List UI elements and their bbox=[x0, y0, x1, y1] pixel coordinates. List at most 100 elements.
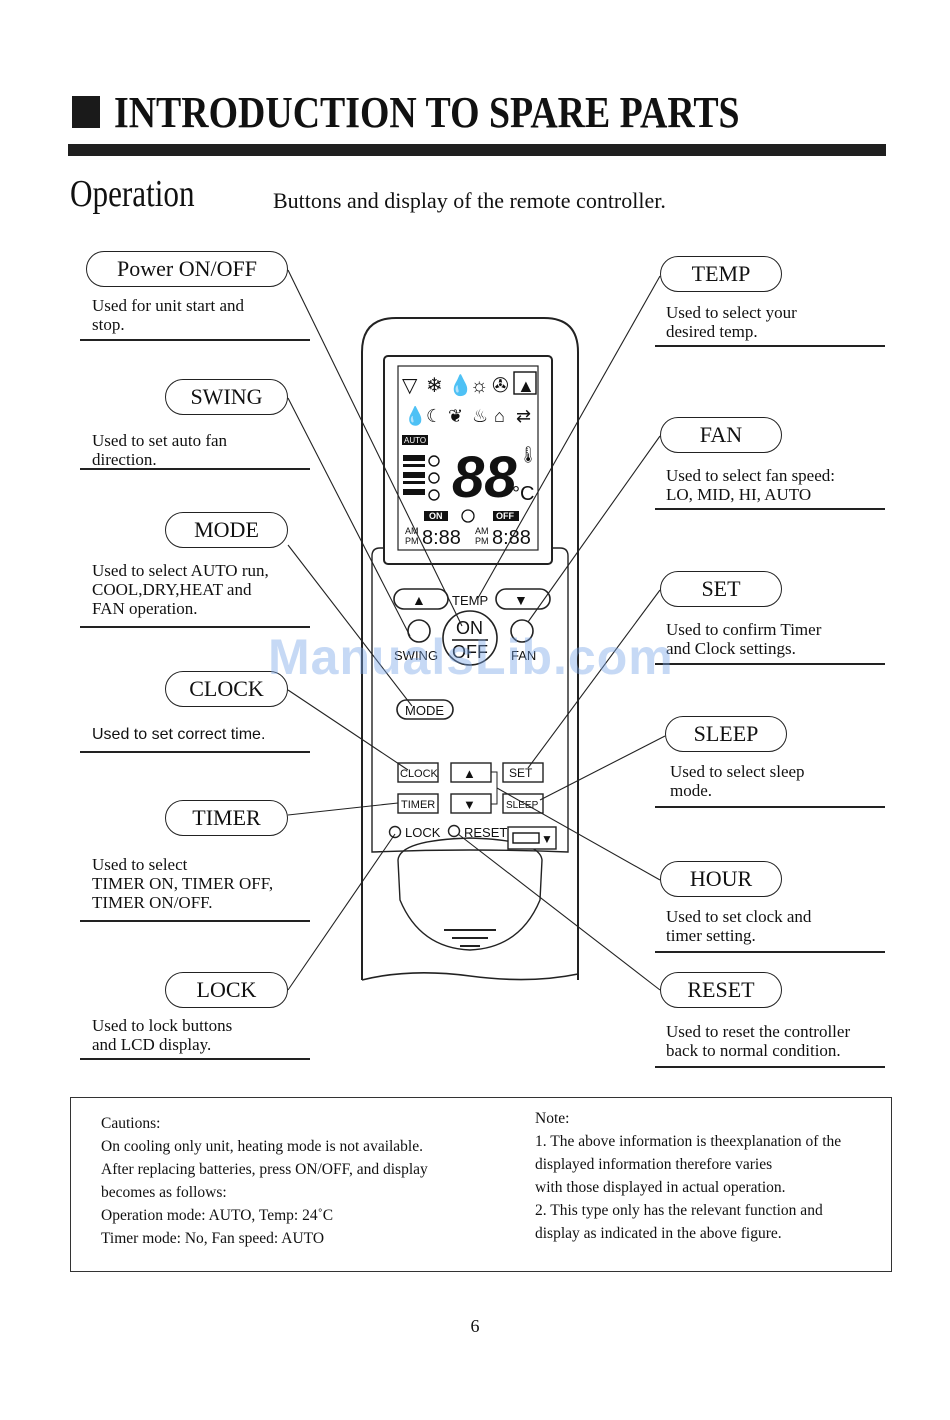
callout-set-label: SET bbox=[660, 571, 782, 607]
callout-timer-desc: Used to select TIMER ON, TIMER OFF, TIME… bbox=[92, 855, 274, 912]
callout-reset-label: RESET bbox=[660, 972, 782, 1008]
callout-lock-label: LOCK bbox=[165, 972, 288, 1008]
callout-swing-label: SWING bbox=[165, 379, 288, 415]
callout-reset-desc: Used to reset the controller back to nor… bbox=[666, 1022, 851, 1060]
thermometer-icon: 🌡 bbox=[518, 446, 538, 464]
lcd-mode-icons: ▽ ❄ 💧 ☼ ✇ ▲ bbox=[402, 371, 537, 397]
lcd-pm-left: PM bbox=[405, 536, 419, 546]
ground-symbol-icon bbox=[444, 929, 496, 947]
callout-temp-desc: Used to select your desired temp. bbox=[666, 303, 797, 341]
note-text: Note: 1. The above information is theexp… bbox=[535, 1110, 842, 1242]
notes-box: Cautions: On cooling only unit, heating … bbox=[70, 1097, 892, 1272]
lcd-on-label: ON bbox=[429, 511, 443, 521]
divider bbox=[655, 508, 885, 510]
battery-icon bbox=[512, 832, 540, 844]
on-badge-bg bbox=[424, 511, 448, 521]
down-arrow-icon: ▼ bbox=[541, 832, 553, 846]
set-button-label: SET bbox=[509, 766, 533, 780]
reset-button bbox=[447, 824, 461, 838]
temp-up-button bbox=[393, 588, 449, 610]
auto-badge-bg bbox=[402, 435, 428, 445]
divider bbox=[655, 345, 885, 347]
fan-speed-bars-icon bbox=[403, 455, 425, 495]
svg-text:♨: ♨ bbox=[472, 406, 488, 426]
up-arrow-icon: ▲ bbox=[412, 592, 426, 608]
callout-fan-desc: Used to select fan speed: LO, MID, HI, A… bbox=[666, 466, 835, 504]
power-button bbox=[442, 610, 498, 666]
lcd-off-label: OFF bbox=[496, 511, 514, 521]
clock-icon bbox=[461, 509, 475, 523]
lower-oval bbox=[397, 837, 543, 951]
callout-lock-desc: Used to lock buttons and LCD display. bbox=[92, 1016, 233, 1054]
clock-button-label: CLOCK bbox=[400, 768, 439, 780]
clock-button bbox=[397, 762, 439, 783]
divider bbox=[655, 806, 885, 808]
up-arrow-icon: ▲ bbox=[463, 766, 476, 781]
svg-text:❄: ❄ bbox=[426, 375, 443, 397]
lcd-pm-right: PM bbox=[475, 536, 489, 546]
section-heading: Operation bbox=[70, 173, 195, 215]
cautions-text: Cautions: On cooling only unit, heating … bbox=[101, 1115, 428, 1247]
callout-hour-label: HOUR bbox=[660, 861, 782, 897]
reset-button-label: RESET bbox=[464, 825, 507, 840]
svg-text:💧: 💧 bbox=[448, 373, 473, 397]
callout-power-label: Power ON/OFF bbox=[86, 251, 288, 287]
divider bbox=[80, 751, 310, 753]
lcd-am-right: AM bbox=[475, 526, 489, 536]
callout-power-desc: Used for unit start and stop. bbox=[92, 296, 245, 334]
temp-button-label: TEMP bbox=[452, 593, 488, 608]
callout-sleep-desc: Used to select sleep mode. bbox=[670, 762, 805, 800]
svg-text:⇄: ⇄ bbox=[516, 406, 531, 426]
lcd-time-left: 8:88 bbox=[422, 527, 461, 549]
callout-hour-desc: Used to set clock and timer setting. bbox=[666, 907, 812, 945]
svg-text:☾: ☾ bbox=[426, 406, 442, 426]
mode-button-label: MODE bbox=[405, 703, 444, 718]
callout-mode-desc: Used to select AUTO run, COOL,DRY,HEAT a… bbox=[92, 561, 269, 618]
down-arrow-icon: ▼ bbox=[514, 592, 528, 608]
lcd-unit: °C bbox=[512, 483, 534, 505]
fan-button bbox=[510, 619, 534, 643]
callout-clock-desc: Used to set correct time. bbox=[92, 726, 266, 743]
page-header: INTRODUCTION TO SPARE PARTS bbox=[72, 84, 841, 140]
lock-button bbox=[388, 825, 402, 839]
svg-text:▽: ▽ bbox=[402, 375, 418, 397]
title-square-icon bbox=[72, 96, 100, 128]
temp-down-button bbox=[495, 588, 551, 610]
divider bbox=[655, 951, 885, 953]
callout-set-desc: Used to confirm Timer and Clock settings… bbox=[666, 620, 822, 658]
power-on-label: ON bbox=[456, 618, 483, 638]
timer-button-label: TIMER bbox=[401, 799, 435, 811]
svg-text:☼: ☼ bbox=[470, 375, 488, 397]
divider bbox=[80, 1058, 310, 1060]
callout-clock-label: CLOCK bbox=[165, 671, 288, 707]
fan-button-label: FAN bbox=[511, 648, 536, 663]
page-number: 6 bbox=[470, 1316, 480, 1336]
keypad-panel bbox=[371, 547, 569, 853]
svg-text:✇: ✇ bbox=[492, 375, 509, 397]
divider bbox=[80, 920, 310, 922]
callout-sleep-label: SLEEP bbox=[665, 716, 787, 752]
fan-icons bbox=[428, 455, 440, 501]
sleep-button-label: SLEEP bbox=[506, 800, 539, 811]
svg-text:💧: 💧 bbox=[404, 405, 426, 426]
svg-text:▲: ▲ bbox=[517, 376, 535, 396]
lock-button-label: LOCK bbox=[405, 825, 441, 840]
leader-lines bbox=[287, 269, 666, 991]
divider bbox=[655, 1066, 885, 1068]
svg-text:❦: ❦ bbox=[448, 406, 463, 426]
divider bbox=[80, 468, 310, 470]
remote-bottom-edge bbox=[361, 972, 579, 981]
divider bbox=[655, 663, 885, 665]
set-button bbox=[502, 762, 544, 783]
section-subtitle: Buttons and display of the remote contro… bbox=[273, 188, 666, 213]
svg-text:⌂: ⌂ bbox=[494, 406, 505, 426]
divider bbox=[80, 339, 310, 341]
power-off-label: OFF bbox=[452, 642, 488, 662]
lcd-function-icons: 💧 ☾ ❦ ♨ ⌂ ⇄ bbox=[404, 405, 531, 426]
swing-button-label: SWING bbox=[394, 648, 438, 663]
divider bbox=[80, 626, 310, 628]
page-title: INTRODUCTION TO SPARE PARTS bbox=[114, 87, 740, 137]
callout-timer-label: TIMER bbox=[165, 800, 288, 836]
callout-fan-label: FAN bbox=[660, 417, 782, 453]
